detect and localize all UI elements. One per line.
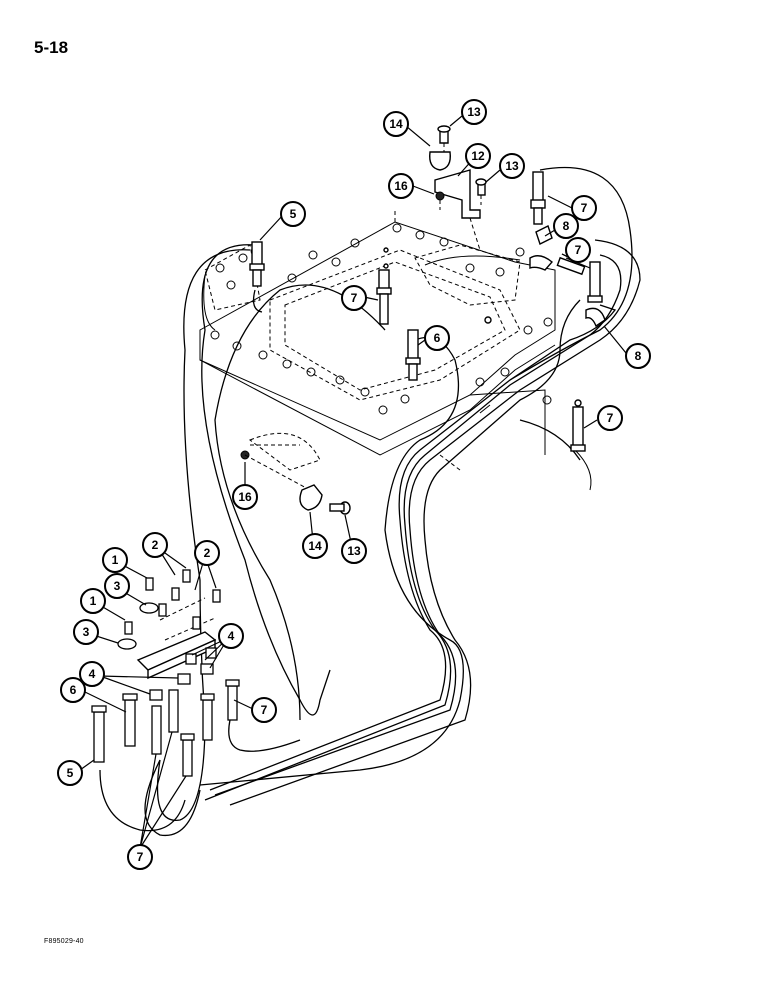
callout-3-bottom: 3 xyxy=(73,619,99,645)
callout-16-top: 16 xyxy=(388,173,414,199)
callout-4-right: 4 xyxy=(218,623,244,649)
callout-1-bottom: 1 xyxy=(80,588,106,614)
fittings-top-right xyxy=(529,171,606,452)
callout-7-right-lower: 7 xyxy=(597,405,623,431)
svg-text:4: 4 xyxy=(89,667,96,681)
callout-13-top: 13 xyxy=(461,99,487,125)
callout-6-lower: 6 xyxy=(60,677,86,703)
manifold-lower-left xyxy=(91,569,240,777)
callout-1-top: 1 xyxy=(102,547,128,573)
svg-text:7: 7 xyxy=(581,201,588,215)
svg-text:14: 14 xyxy=(308,539,322,553)
callout-5-lower: 5 xyxy=(57,760,83,786)
svg-text:2: 2 xyxy=(204,546,211,560)
svg-text:5: 5 xyxy=(67,766,74,780)
svg-text:13: 13 xyxy=(505,159,519,173)
page-number: 5-18 xyxy=(34,38,69,57)
callout-7-plate: 7 xyxy=(341,285,367,311)
callout-2-left: 2 xyxy=(142,532,168,558)
callout-4-left: 4 xyxy=(79,661,105,687)
svg-text:1: 1 xyxy=(112,553,119,567)
callout-7-bottom: 7 xyxy=(127,844,153,870)
svg-text:8: 8 xyxy=(635,349,642,363)
svg-text:3: 3 xyxy=(114,579,121,593)
svg-text:14: 14 xyxy=(389,117,403,131)
svg-text:7: 7 xyxy=(607,411,614,425)
callout-7-top-right: 7 xyxy=(571,195,597,221)
svg-text:16: 16 xyxy=(238,490,252,504)
callout-12: 12 xyxy=(465,143,491,169)
callout-3-top: 3 xyxy=(104,573,130,599)
callout-13-mid: 13 xyxy=(499,153,525,179)
svg-text:3: 3 xyxy=(83,625,90,639)
svg-text:2: 2 xyxy=(152,538,159,552)
hose-lines xyxy=(99,166,641,837)
callout-16-lower: 16 xyxy=(232,484,258,510)
svg-text:16: 16 xyxy=(394,179,408,193)
leader-lines xyxy=(79,115,627,849)
svg-text:13: 13 xyxy=(347,544,361,558)
callout-2-right: 2 xyxy=(194,540,220,566)
svg-text:13: 13 xyxy=(467,105,481,119)
svg-text:8: 8 xyxy=(563,219,570,233)
callout-7-lower-right: 7 xyxy=(251,697,277,723)
svg-text:7: 7 xyxy=(137,850,144,864)
svg-text:4: 4 xyxy=(228,629,235,643)
callout-14-lower: 14 xyxy=(302,533,328,559)
callout-13-lower: 13 xyxy=(341,538,367,564)
svg-text:12: 12 xyxy=(471,149,485,163)
svg-text:6: 6 xyxy=(70,683,77,697)
svg-text:5: 5 xyxy=(290,207,297,221)
svg-text:1: 1 xyxy=(90,594,97,608)
clamp-assembly-lower xyxy=(240,450,351,515)
svg-text:7: 7 xyxy=(575,243,582,257)
callout-6-plate: 6 xyxy=(424,325,450,351)
svg-text:7: 7 xyxy=(261,703,268,717)
callout-5-plate: 5 xyxy=(280,201,306,227)
callout-8-right: 8 xyxy=(625,343,651,369)
fittings-plate xyxy=(249,241,492,381)
svg-text:6: 6 xyxy=(434,331,441,345)
callout-7-right-elbow: 7 xyxy=(565,237,591,263)
svg-text:7: 7 xyxy=(351,291,358,305)
callout-14-top: 14 xyxy=(383,111,409,137)
figure-code: F895029-40 xyxy=(44,938,84,945)
clamp-assembly-top xyxy=(429,125,487,251)
callout-8-top: 8 xyxy=(553,213,579,239)
mounting-plate xyxy=(199,210,556,471)
